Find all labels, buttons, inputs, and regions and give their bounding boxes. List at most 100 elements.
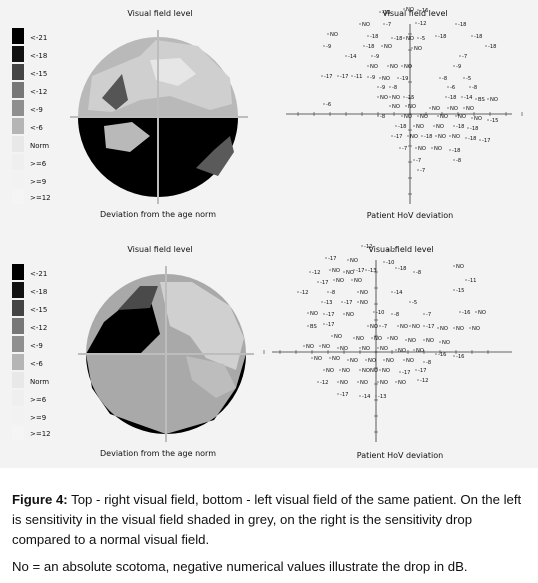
legend-swatch [12,46,24,62]
field-value: NO [336,278,344,284]
field-point [471,117,473,119]
field-value: -17 [426,324,434,330]
field-value: -18 [468,136,476,142]
field-value: -18 [398,124,406,130]
field-point [339,369,341,371]
field-point [379,325,381,327]
field-point [415,147,417,149]
field-point [409,301,411,303]
field-value: NO [374,336,382,342]
field-point [323,313,325,315]
field-value: -18 [398,266,406,272]
field-point [371,55,373,57]
field-value: -19 [400,76,408,82]
figure-note: No = an absolute scotoma, negative numer… [12,559,468,574]
field-value: -9 [370,75,375,81]
field-point [439,77,441,79]
field-point [417,115,419,117]
field-value: NO [412,324,420,330]
field-value: -9 [456,64,461,70]
field-value: NO [362,346,370,352]
field-value: -7 [462,54,467,60]
field-point [453,327,455,329]
legend-swatch [12,408,24,424]
figure-area: <-21 <-18 <-15 <-12 <-9 <-6 Norm >=6 >=9… [0,0,538,468]
field-point [453,159,455,161]
field-value: -9 [326,44,331,50]
field-point [437,115,439,117]
field-value: -9 [374,54,379,60]
field-point [453,355,455,357]
field-point [467,127,469,129]
field-value: -18 [448,95,456,101]
field-value: BS [478,97,485,103]
legend-swatch [12,264,24,280]
field-value: NO [472,326,480,332]
legend-label: >=6 [30,160,47,168]
field-value: NO [350,258,358,264]
field-value: NO [360,380,368,386]
field-point [345,55,347,57]
legend-swatch [12,318,24,334]
field-value: -16 [456,354,464,360]
right-map-caption: Patient HoV deviation [357,451,444,460]
right-map-caption: Patient HoV deviation [367,211,454,220]
field-value: NO [354,278,362,284]
legend-label: <-6 [30,124,43,132]
field-point [455,115,457,117]
field-point [463,77,465,79]
legend-swatch [12,336,24,352]
field-value: NO [420,114,428,120]
field-value: -17 [402,370,410,376]
field-point [475,311,477,313]
field-value: -18 [370,34,378,40]
legend-label: >=12 [30,194,51,202]
field-value: NO [432,106,440,112]
field-point [367,65,369,67]
field-point [353,269,355,271]
field-point [337,393,339,395]
field-point [405,339,407,341]
field-point [377,86,379,88]
field-value: NO [362,22,370,28]
field-point [435,135,437,137]
field-value: NO [326,368,334,374]
field-value: NO [436,124,444,130]
field-value: NO [438,134,446,140]
field-value: -14 [348,54,357,60]
field-value: -12 [320,380,328,386]
field-point [389,86,391,88]
field-point [465,137,467,139]
field-point [363,45,365,47]
field-value: -5 [466,76,471,82]
field-point [307,312,309,314]
field-value: NO [370,64,378,70]
field-point [417,9,419,11]
field-value: NO [442,340,450,346]
field-value: -17 [340,74,348,80]
field-point [433,125,435,127]
legend-label: <-15 [30,70,47,78]
left-map-caption: Deviation from the age norm [100,210,216,219]
field-point [329,357,331,359]
legend-swatch [12,118,24,134]
panel-top: <-21 <-18 <-15 <-12 <-9 <-6 Norm >=6 >=9… [0,0,538,228]
field-point [383,261,385,263]
field-value: -8 [392,85,397,91]
field-point [423,313,425,315]
field-point [403,359,405,361]
field-point [347,259,349,261]
field-point [469,86,471,88]
field-point [397,77,399,79]
field-value: -8 [456,158,461,164]
field-value: -16 [438,352,446,358]
field-point [377,347,379,349]
field-point [403,96,405,98]
field-point [329,269,331,271]
field-value: NO [380,346,388,352]
field-point [407,135,409,137]
left-map-caption: Deviation from the age norm [100,449,216,458]
field-value: NO [386,358,394,364]
field-point [323,323,325,325]
field-value: NO [314,356,322,362]
